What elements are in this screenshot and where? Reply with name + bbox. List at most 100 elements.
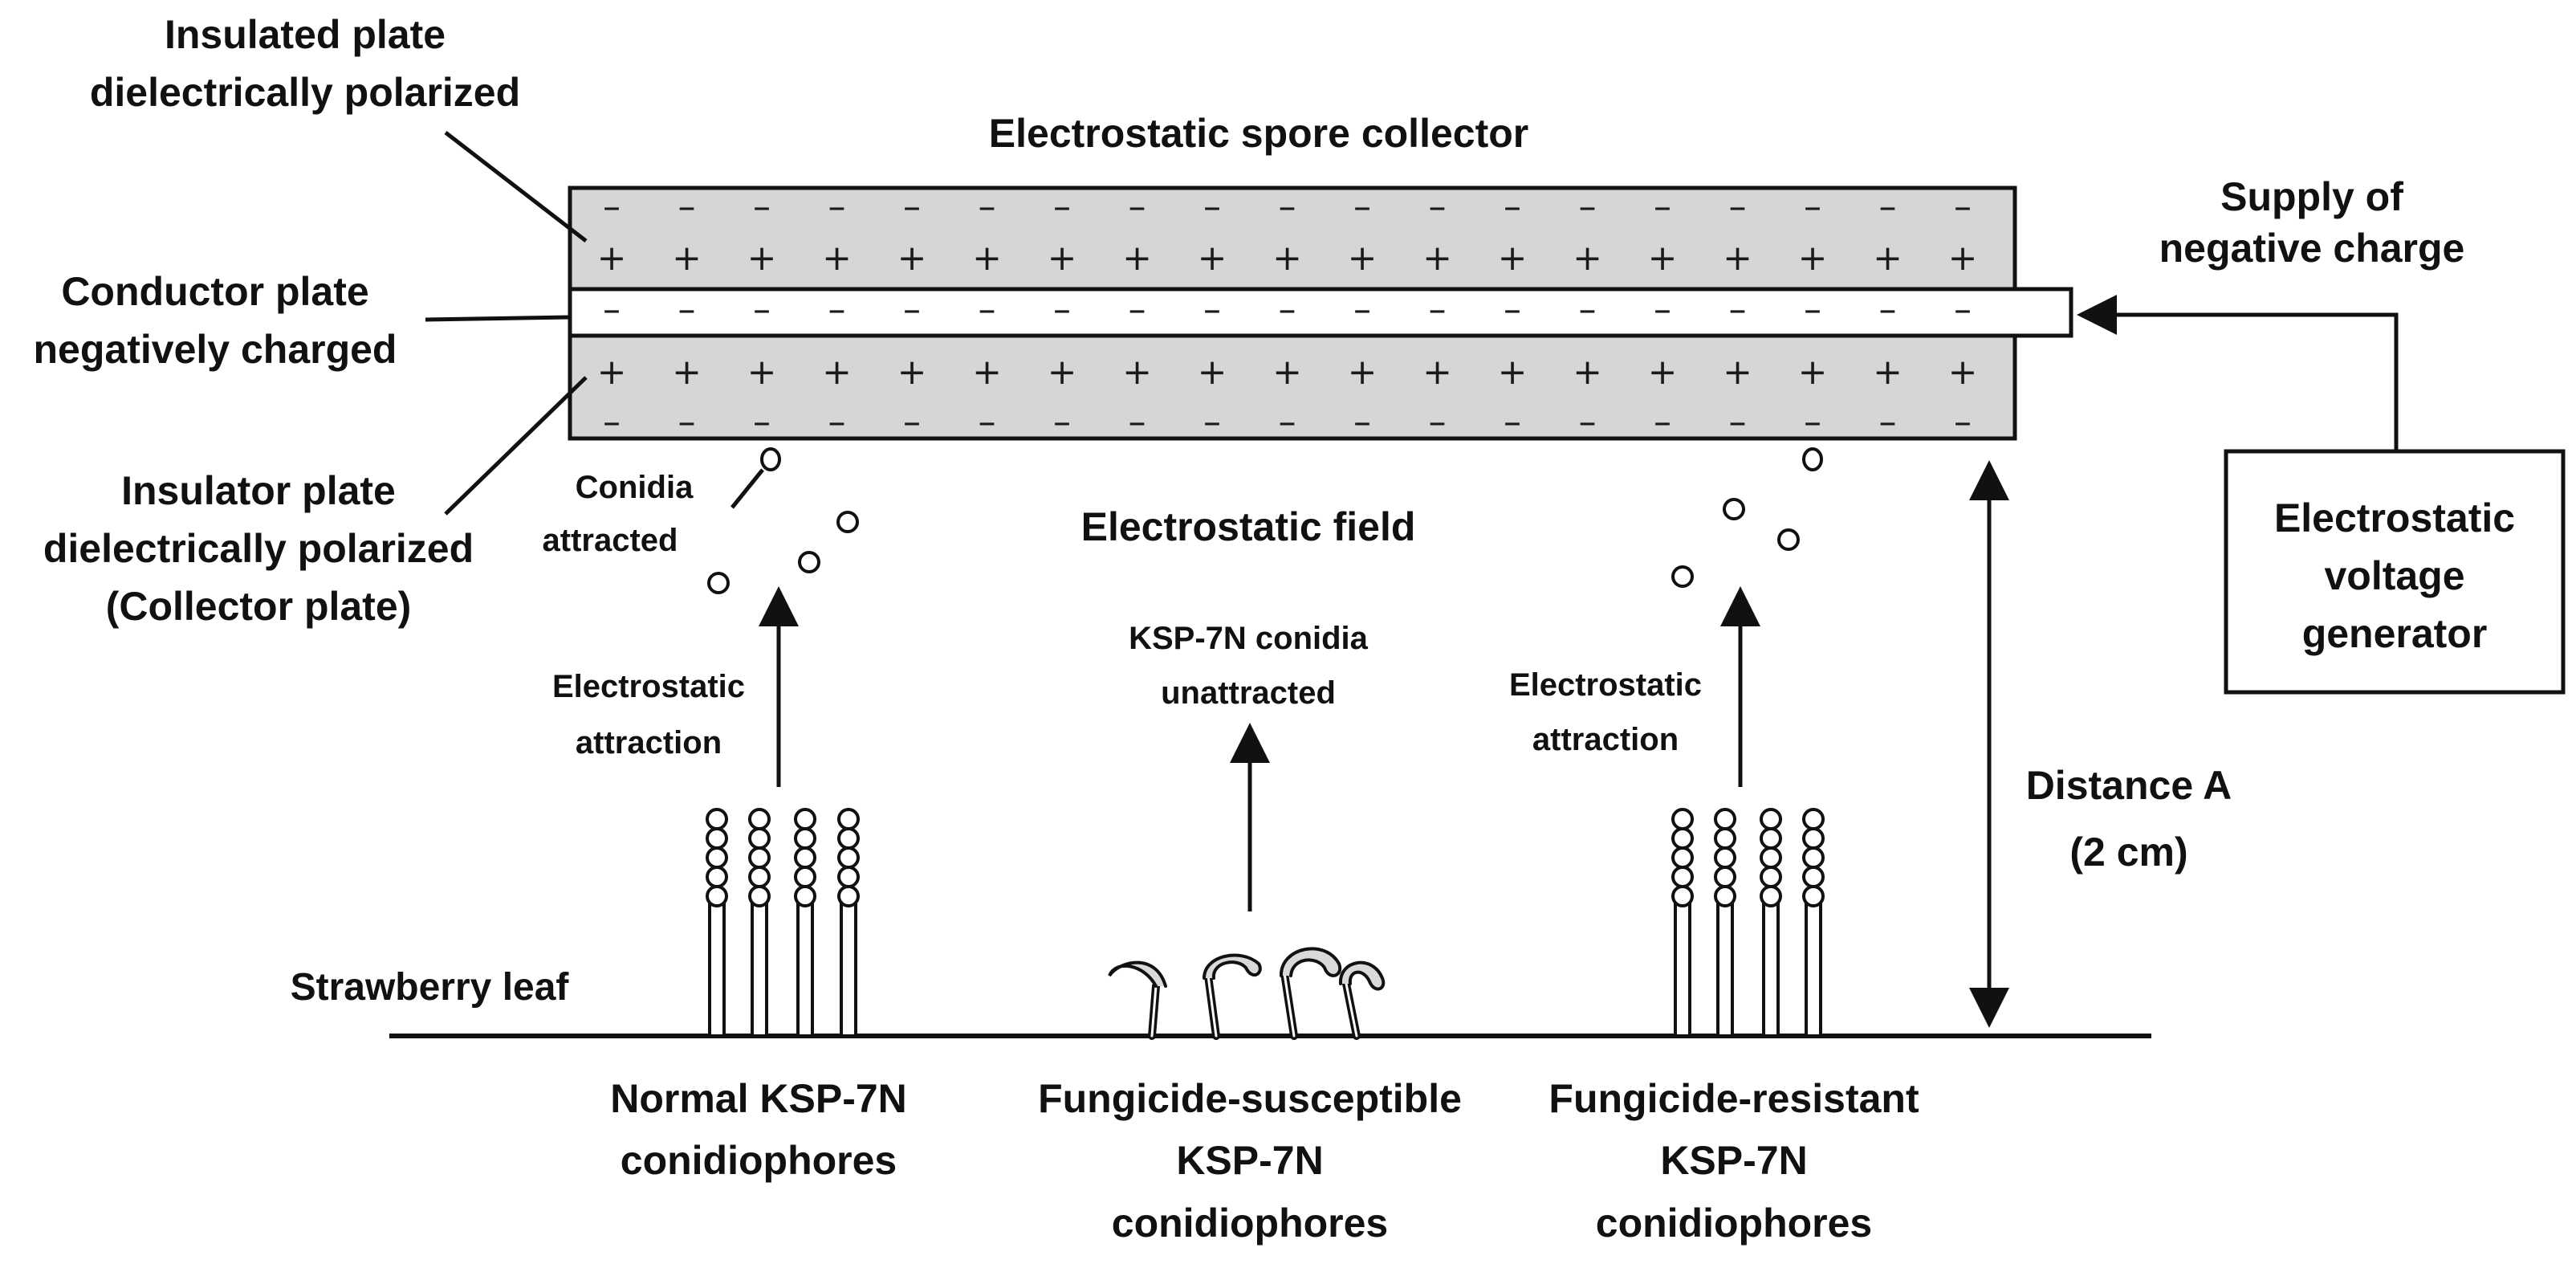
conductor-plate	[568, 287, 2073, 338]
voltage-generator-box	[2224, 449, 2566, 695]
positive-sign: +	[822, 352, 852, 393]
conidium	[836, 511, 859, 533]
label-conductor-plate-line2: negatively charged	[34, 327, 397, 372]
conidium	[1760, 846, 1782, 869]
label-conidia-attracted-line1: Conidia	[576, 470, 694, 505]
conidium	[748, 808, 771, 830]
conidium	[1714, 885, 1736, 907]
conidiophore	[837, 808, 860, 1038]
label-strawberry-leaf: Strawberry leaf	[291, 966, 570, 1009]
conidium	[794, 846, 816, 869]
negative-sign: –	[753, 289, 771, 330]
positive-sign: +	[747, 352, 777, 393]
label-supply-line1: Supply of	[2220, 174, 2403, 219]
negative-sign: –	[828, 289, 846, 330]
negative-sign: –	[603, 289, 621, 330]
positive-sign: +	[1348, 352, 1378, 393]
negative-sign: –	[1654, 402, 1671, 442]
conidiophore-stalk	[1674, 896, 1691, 1038]
arrows	[759, 295, 2399, 1028]
positive-sign: +	[1122, 238, 1152, 279]
conidiophore	[1714, 808, 1736, 1038]
positive-sign: +	[897, 238, 927, 279]
label-susceptible-line1: Fungicide-susceptible	[1038, 1076, 1462, 1121]
conidium	[1671, 866, 1694, 888]
negative-sign: –	[678, 289, 696, 330]
negative-sign: –	[1804, 186, 1821, 227]
conidium	[1714, 846, 1736, 869]
positive-sign: +	[1648, 238, 1678, 279]
negative-sign: –	[1429, 289, 1447, 330]
positive-sign: +	[1498, 238, 1528, 279]
collapsed-conidiophore	[1203, 953, 1262, 1040]
collapsed-conidiophore	[1108, 960, 1167, 1040]
label-normal-line2: conidiophores	[621, 1138, 897, 1183]
negative-sign: –	[1429, 402, 1447, 442]
label-susceptible-line3: conidiophores	[1112, 1201, 1388, 1246]
conidium	[1714, 866, 1736, 888]
negative-sign: –	[979, 186, 996, 227]
label-insulated-plate-line1: Insulated plate	[165, 12, 446, 57]
negative-sign: –	[603, 186, 621, 227]
label-distance-line1: Distance A	[2026, 763, 2232, 808]
negative-sign: –	[1203, 289, 1221, 330]
leader-line-conidia	[730, 468, 764, 509]
label-insulator-plate-line3: (Collector plate)	[106, 584, 412, 629]
negative-sign: –	[1879, 289, 1897, 330]
collapsed-conidiophore	[1279, 947, 1342, 1040]
negative-sign: –	[1504, 289, 1521, 330]
negative-sign: –	[1729, 289, 1747, 330]
label-attraction-right-line1: Electrostatic	[1509, 667, 1702, 703]
conidiophore	[706, 808, 728, 1038]
negative-sign: –	[1203, 402, 1221, 442]
conidium	[1760, 827, 1782, 850]
negative-sign: –	[1129, 402, 1146, 442]
positive-sign: +	[897, 352, 927, 393]
conidiophore	[748, 808, 771, 1038]
label-resistant-line3: conidiophores	[1596, 1201, 1872, 1246]
conidium	[1760, 866, 1782, 888]
conidium	[1723, 498, 1745, 520]
collector-plates	[568, 186, 2073, 441]
negative-sign: –	[1203, 186, 1221, 227]
positive-sign: +	[747, 238, 777, 279]
leader-line-insulated-plate	[444, 131, 588, 243]
label-generator-line2: voltage	[2324, 553, 2464, 598]
negative-sign: –	[753, 402, 771, 442]
conidium	[1714, 827, 1736, 850]
positive-sign: +	[972, 238, 1002, 279]
negative-sign: –	[678, 402, 696, 442]
normal-conidiophores	[706, 808, 860, 1038]
positive-sign: +	[1723, 352, 1752, 393]
label-generator-line3: generator	[2302, 611, 2488, 656]
label-conidia-attracted-line2: attracted	[543, 523, 678, 558]
conidium	[706, 846, 728, 869]
negative-sign: –	[1129, 186, 1146, 227]
conidium	[1760, 885, 1782, 907]
positive-sign: +	[1948, 238, 1978, 279]
positive-sign: +	[1272, 352, 1302, 393]
negative-sign: –	[1053, 186, 1071, 227]
negative-sign: –	[1579, 186, 1597, 227]
floating-conidia	[707, 447, 1823, 594]
positive-sign: +	[1272, 238, 1302, 279]
leader-line-conductor-plate	[425, 315, 571, 322]
positive-sign: +	[597, 238, 627, 279]
negative-sign: –	[1504, 186, 1521, 227]
conidium	[837, 808, 860, 830]
positive-sign: +	[1498, 352, 1528, 393]
conidium	[798, 551, 820, 573]
conidium	[706, 866, 728, 888]
resistant-conidiophores	[1671, 808, 1825, 1038]
negative-sign: –	[1729, 186, 1747, 227]
conidiophore	[794, 808, 816, 1038]
negative-sign: –	[1053, 289, 1071, 330]
negative-sign: –	[1954, 289, 1972, 330]
label-susceptible-line2: KSP-7N	[1176, 1138, 1323, 1183]
conidiophore-stalk	[1716, 896, 1734, 1038]
label-generator-line1: Electrostatic	[2274, 495, 2515, 540]
conidium	[794, 885, 816, 907]
positive-sign: +	[1122, 352, 1152, 393]
negative-sign: –	[753, 186, 771, 227]
positive-sign: +	[1422, 352, 1452, 393]
